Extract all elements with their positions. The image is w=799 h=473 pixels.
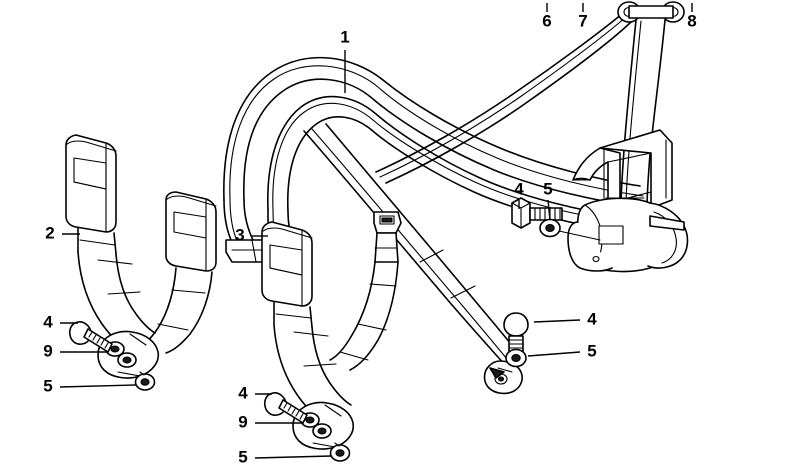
part-washer-right — [505, 348, 527, 368]
callout-4a: 4 — [43, 312, 53, 331]
part-retractor-mount-bracket — [572, 129, 673, 209]
callout-5a: 5 — [43, 376, 52, 395]
leader-5b — [254, 455, 332, 459]
callout-8: 8 — [687, 11, 696, 30]
callout-4c: 4 — [514, 179, 524, 198]
part-washer-center — [329, 444, 351, 462]
part-center-anchor-plate — [263, 392, 355, 462]
callout-5b: 5 — [238, 447, 247, 466]
part-center-anchor-strap — [329, 211, 402, 371]
part-center-buckle-assembly — [261, 221, 352, 421]
leader-5c — [547, 199, 551, 221]
part-left-buckle-assembly — [65, 134, 156, 349]
leader-5d — [527, 351, 581, 357]
part-washer-left — [134, 373, 156, 391]
callout-9a: 9 — [43, 341, 52, 360]
callout-numbers: 1 2 3 4 9 5 4 9 5 4 5 4 5 6 7 8 — [43, 11, 696, 466]
callout-1: 1 — [340, 27, 349, 46]
part-right-anchor-plate — [483, 312, 529, 395]
callout-leader-lines — [59, 3, 693, 459]
callout-3: 3 — [235, 225, 244, 244]
callout-4d: 4 — [587, 309, 597, 328]
callout-2: 2 — [45, 223, 54, 242]
part-hex-bolt-left — [68, 321, 113, 353]
part-pillar-loop-d-ring — [617, 1, 685, 23]
part-belt-retractor — [567, 197, 689, 273]
callout-5d: 5 — [587, 341, 596, 360]
callout-6: 6 — [542, 11, 551, 30]
part-left-anchor-strap — [138, 191, 217, 354]
part-left-anchor-plate — [68, 321, 160, 391]
part-washer-retractor — [539, 218, 561, 238]
callout-9b: 9 — [238, 412, 247, 431]
callout-5c: 5 — [543, 179, 552, 198]
part-hex-bolt-center — [263, 392, 308, 424]
leader-5a — [59, 384, 137, 388]
leader-4d — [533, 319, 581, 323]
callout-7: 7 — [578, 11, 587, 30]
callout-4b: 4 — [238, 383, 248, 402]
part-hex-bolt-retractor — [511, 197, 563, 229]
part-retractor-hardware — [511, 197, 601, 241]
